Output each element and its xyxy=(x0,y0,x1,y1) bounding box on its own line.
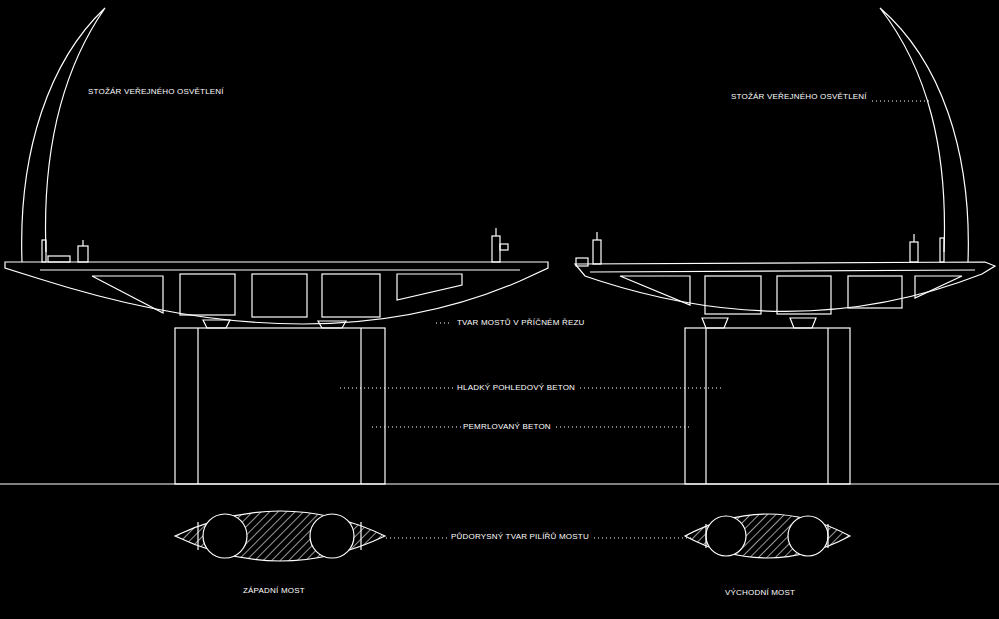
east-deck xyxy=(575,232,995,314)
lamp-pole xyxy=(880,8,968,262)
callout-label: VÝCHODNÍ MOST xyxy=(723,588,797,598)
west-deck xyxy=(5,228,548,324)
callout-label: STOŽÁR VEŘEJNÉHO OSVĚTLENÍ xyxy=(86,87,226,97)
callout-label: TVAR MOSTŮ V PŘÍČNÉM ŘEZU xyxy=(455,318,587,328)
west-pier-plan xyxy=(175,511,385,561)
callout-label: STOŽÁR VEŘEJNÉHO OSVĚTLENÍ xyxy=(729,92,869,102)
callout-label: HLADKÝ POHLEDOVÝ BETON xyxy=(455,383,577,393)
east-pier xyxy=(685,328,850,484)
callout-label: ZÁPADNÍ MOST xyxy=(241,586,307,596)
lamp-pole xyxy=(22,8,105,262)
west-pier xyxy=(175,328,385,484)
callout-label: PEMRLOVANÝ BETON xyxy=(461,422,553,432)
east-pier-plan xyxy=(685,514,850,558)
callout-label: PŮDORYSNÝ TVAR PILÍŘŮ MOSTU xyxy=(449,532,591,542)
bearing xyxy=(203,318,816,328)
leader-line xyxy=(340,101,930,538)
